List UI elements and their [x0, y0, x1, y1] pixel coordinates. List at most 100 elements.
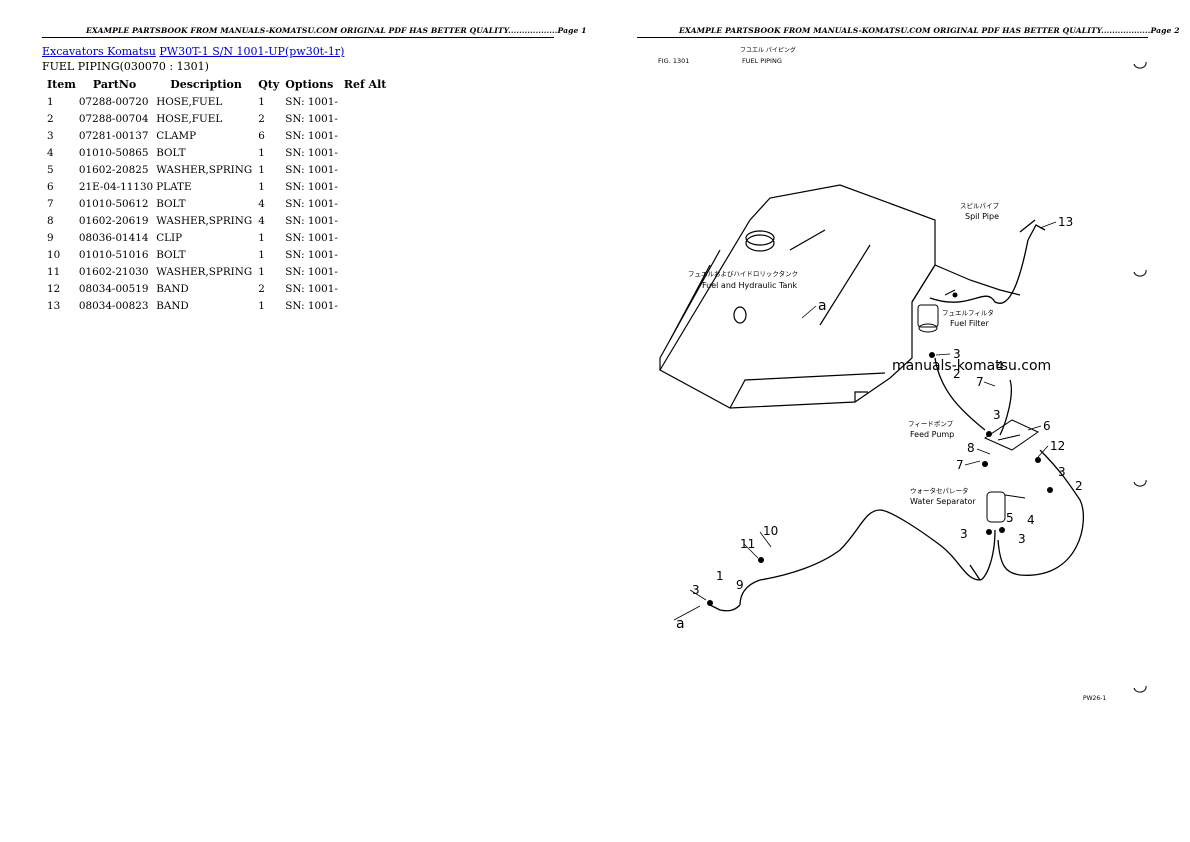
partno-cell: 08034-00823 — [78, 299, 149, 312]
page2-header-rule — [637, 37, 1148, 38]
callout-8: 8 — [967, 441, 975, 455]
partno-cell: 08036-01414 — [78, 231, 149, 244]
callout-2a: 2 — [953, 367, 961, 381]
leader-lines — [673, 221, 1057, 621]
col-partno-header: PartNo — [92, 78, 137, 91]
description-cell: BOLT — [156, 146, 186, 159]
options-cell: SN: 1001- — [285, 197, 338, 210]
qty-cell: 1 — [258, 180, 265, 193]
qty-cell: 2 — [258, 282, 265, 295]
partno-cell: 01602-20619 — [78, 214, 149, 227]
table-header-row: Item PartNo Description Qty Options Ref … — [44, 76, 389, 93]
partno-cell: 07288-00720 — [78, 95, 149, 108]
item-cell: 3 — [47, 129, 54, 142]
refalt-cell — [341, 161, 390, 178]
callout-9: 9 — [736, 578, 744, 592]
item-cell: 5 — [47, 163, 54, 176]
water-sep-label: Water Separator — [910, 497, 976, 506]
refalt-cell — [341, 178, 390, 195]
refalt-cell — [341, 229, 390, 246]
col-options-header: Options — [285, 78, 334, 91]
fuel-filter — [917, 289, 956, 333]
col-item-header: Item — [47, 78, 76, 91]
refalt-cell — [341, 144, 390, 161]
feed-pump-label: Feed Pump — [910, 430, 954, 439]
options-cell: SN: 1001- — [285, 282, 338, 295]
options-cell: SN: 1001- — [285, 214, 338, 227]
options-cell: SN: 1001- — [285, 231, 338, 244]
water-separator — [986, 491, 1026, 523]
options-cell: SN: 1001- — [285, 248, 338, 261]
partno-cell: 07281-00137 — [78, 129, 149, 142]
fig-title-jp: フユエル パイピング — [740, 46, 796, 54]
callout-1: 1 — [716, 569, 724, 583]
callout-11: 11 — [740, 537, 755, 551]
breadcrumb: Excavators Komatsu PW30T-1 S/N 1001-UP(p… — [42, 45, 344, 58]
options-cell: SN: 1001- — [285, 299, 338, 312]
item-cell: 9 — [47, 231, 54, 244]
qty-cell: 6 — [258, 129, 265, 142]
refalt-cell — [341, 93, 390, 110]
qty-cell: 1 — [258, 146, 265, 159]
partno-cell: 07288-00704 — [78, 112, 149, 125]
parts-table: Item PartNo Description Qty Options Ref … — [44, 76, 389, 314]
partno-cell: 01010-50612 — [78, 197, 149, 210]
options-cell: SN: 1001- — [285, 180, 338, 193]
description-cell: HOSE,FUEL — [156, 112, 223, 125]
description-cell: BAND — [156, 299, 189, 312]
drawing-code: PW26-1 — [1083, 695, 1106, 702]
spill-pipe — [929, 219, 1046, 304]
col-refalt-header: Ref Alt — [343, 78, 387, 91]
callout-3c: 3 — [1058, 465, 1066, 479]
callout-4a: 4 — [996, 359, 1004, 373]
description-cell: WASHER,SPRING — [156, 214, 253, 227]
qty-cell: 1 — [258, 95, 265, 108]
water-sep-label-jp: ウォータセパレータ — [910, 486, 969, 495]
refalt-cell — [341, 212, 390, 229]
callout-3b: 3 — [993, 408, 1001, 422]
feed-pump-label-jp: フィードポンプ — [908, 420, 954, 428]
spill-pipe-label: Spil Pipe — [965, 212, 999, 221]
callout-7a: 7 — [976, 375, 984, 389]
category-link[interactable]: Excavators Komatsu — [42, 45, 156, 58]
tank-label-jp: フュエルおよびハイドロリックタンク — [688, 269, 798, 278]
description-cell: PLATE — [156, 180, 192, 193]
description-cell: BOLT — [156, 248, 186, 261]
qty-cell: 1 — [258, 265, 265, 278]
fig-title-en: FUEL PIPING — [742, 57, 782, 65]
callout-7b: 7 — [956, 458, 964, 472]
options-cell: SN: 1001- — [285, 112, 338, 125]
partno-cell: 01010-51016 — [78, 248, 149, 261]
fuel-hydraulic-tank — [659, 184, 1021, 409]
clamps — [707, 292, 1053, 606]
section-subtitle: FUEL PIPING(030070 : 1301) — [42, 60, 209, 73]
item-cell: 7 — [47, 197, 54, 210]
item-cell: 2 — [47, 112, 54, 125]
watermark: manuals-komatsu.com — [892, 358, 1051, 374]
partno-cell: 01010-50865 — [78, 146, 149, 159]
callout-13: 13 — [1058, 215, 1073, 229]
options-cell: SN: 1001- — [285, 265, 338, 278]
refalt-cell — [341, 280, 390, 297]
page2-header: EXAMPLE PARTSBOOK FROM MANUALS-KOMATSU.C… — [679, 26, 1180, 35]
description-cell: BOLT — [156, 197, 186, 210]
description-cell: BAND — [156, 282, 189, 295]
item-cell: 8 — [47, 214, 54, 227]
qty-cell: 1 — [258, 163, 265, 176]
model-link[interactable]: PW30T-1 S/N 1001-UP(pw30t-1r) — [159, 45, 345, 58]
fuel-filter-label-jp: フュエルフィルタ — [942, 308, 994, 317]
item-cell: 1 — [47, 95, 54, 108]
callout-3a: 3 — [953, 347, 961, 361]
callout-a-bottom: a — [676, 616, 685, 632]
fuel-piping-diagram: FIG. 1301 フユエル パイピング FUEL PIPING — [658, 46, 1147, 702]
qty-cell: 1 — [258, 299, 265, 312]
callout-10: 10 — [763, 524, 778, 538]
qty-cell: 4 — [258, 214, 265, 227]
options-cell: SN: 1001- — [285, 146, 338, 159]
refalt-cell — [341, 110, 390, 127]
